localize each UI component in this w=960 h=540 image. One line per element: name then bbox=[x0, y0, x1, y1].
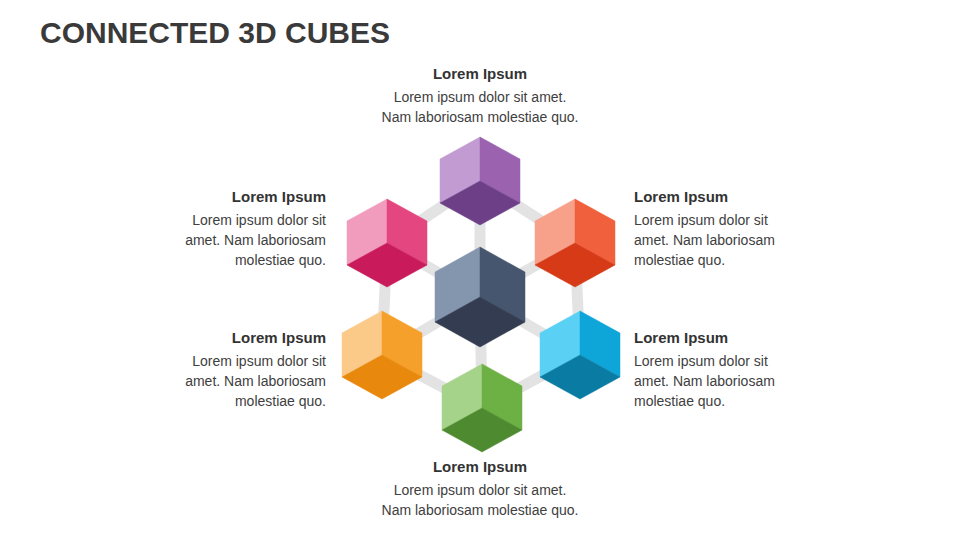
text-block: Lorem IpsumLorem ipsum dolor sit amet. N… bbox=[379, 457, 581, 520]
cube-face bbox=[442, 408, 522, 452]
item-heading: Lorem Ipsum bbox=[176, 328, 326, 348]
cube-shape bbox=[342, 310, 422, 400]
item-body: Lorem ipsum dolor sit amet. Nam laborios… bbox=[634, 351, 784, 411]
text-block: Lorem IpsumLorem ipsum dolor sit amet. N… bbox=[379, 64, 581, 127]
slide-title: CONNECTED 3D CUBES bbox=[40, 16, 390, 50]
text-block: Lorem IpsumLorem ipsum dolor sit amet. N… bbox=[176, 328, 326, 411]
cube-node: Lorem IpsumLorem ipsum dolor sit amet. N… bbox=[354, 327, 410, 383]
item-heading: Lorem Ipsum bbox=[379, 64, 581, 84]
text-block: Lorem IpsumLorem ipsum dolor sit amet. N… bbox=[634, 187, 784, 270]
item-body: Lorem ipsum dolor sit amet. Nam laborios… bbox=[379, 87, 581, 127]
cube-node: Lorem IpsumLorem ipsum dolor sit amet. N… bbox=[547, 215, 603, 271]
cube-node: Lorem IpsumLorem ipsum dolor sit amet. N… bbox=[452, 153, 508, 209]
cube-face bbox=[535, 243, 615, 287]
item-body: Lorem ipsum dolor sit amet. Nam laborios… bbox=[634, 210, 784, 270]
cube-node: Lorem IpsumLorem ipsum dolor sit amet. N… bbox=[454, 380, 510, 436]
cube-node: Lorem IpsumLorem ipsum dolor sit amet. N… bbox=[359, 215, 415, 271]
text-block: Lorem IpsumLorem ipsum dolor sit amet. N… bbox=[634, 328, 784, 411]
cube-shape bbox=[442, 363, 522, 453]
cube-shape bbox=[347, 198, 427, 288]
cube-node: Lorem IpsumLorem ipsum dolor sit amet. N… bbox=[552, 327, 608, 383]
center-cube bbox=[435, 247, 525, 347]
item-heading: Lorem Ipsum bbox=[176, 187, 326, 207]
cube-shape bbox=[535, 198, 615, 288]
item-heading: Lorem Ipsum bbox=[634, 187, 784, 207]
item-heading: Lorem Ipsum bbox=[634, 328, 784, 348]
cube-shape bbox=[540, 310, 620, 400]
cube-face bbox=[440, 181, 520, 225]
item-body: Lorem ipsum dolor sit amet. Nam laborios… bbox=[176, 210, 326, 270]
text-block: Lorem IpsumLorem ipsum dolor sit amet. N… bbox=[176, 187, 326, 270]
item-body: Lorem ipsum dolor sit amet. Nam laborios… bbox=[176, 351, 326, 411]
cube-face bbox=[347, 243, 427, 287]
item-body: Lorem ipsum dolor sit amet. Nam laborios… bbox=[379, 480, 581, 520]
cube-face bbox=[435, 297, 525, 347]
cube-face bbox=[342, 355, 422, 399]
cube-shape bbox=[440, 136, 520, 226]
cube-face bbox=[540, 355, 620, 399]
item-heading: Lorem Ipsum bbox=[379, 457, 581, 477]
